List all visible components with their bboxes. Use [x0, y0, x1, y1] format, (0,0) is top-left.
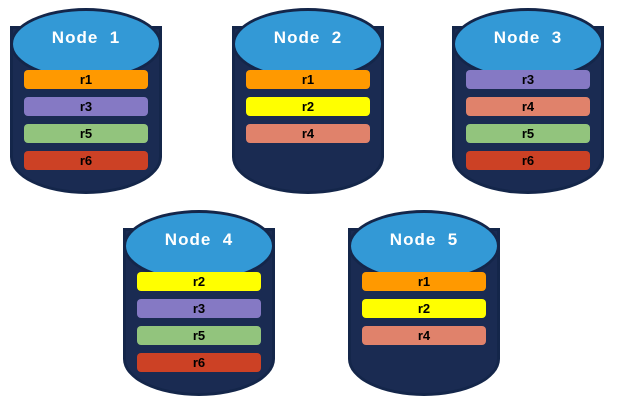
record-bar-r6[interactable]: r6	[466, 151, 590, 170]
database-node-4[interactable]: Node 4 r2 r3 r5 r6	[123, 210, 275, 396]
record-bar-r1[interactable]: r1	[246, 70, 370, 89]
record-bar-r6[interactable]: r6	[137, 353, 261, 372]
node-title-label: Node 4	[164, 230, 234, 249]
cylinder-top-ellipse	[10, 8, 162, 80]
record-bar-r2[interactable]: r2	[246, 97, 370, 116]
record-bar-r3[interactable]: r3	[24, 97, 148, 116]
cylinder-top-ellipse	[123, 210, 275, 282]
record-list: r1 r2 r4	[232, 70, 384, 143]
database-node-3[interactable]: Node 3 r3 r4 r5 r6	[452, 8, 604, 194]
database-node-2[interactable]: Node 2 r1 r2 r4	[232, 8, 384, 194]
database-node-5[interactable]: Node 5 r1 r2 r4	[348, 210, 500, 396]
record-bar-r6[interactable]: r6	[24, 151, 148, 170]
database-node-1[interactable]: Node 1 r1 r3 r5 r6	[10, 8, 162, 194]
record-list: r1 r3 r5 r6	[10, 70, 162, 170]
record-bar-r2[interactable]: r2	[362, 299, 486, 318]
record-bar-r4[interactable]: r4	[466, 97, 590, 116]
record-bar-r5[interactable]: r5	[24, 124, 148, 143]
record-bar-r4[interactable]: r4	[362, 326, 486, 345]
record-bar-r4[interactable]: r4	[246, 124, 370, 143]
record-list: r3 r4 r5 r6	[452, 70, 604, 170]
record-bar-r3[interactable]: r3	[466, 70, 590, 89]
node-title-label: Node 1	[51, 28, 121, 47]
node-title-label: Node 5	[389, 230, 459, 249]
node-title-label: Node 2	[273, 28, 343, 47]
node-title-label: Node 3	[493, 28, 563, 47]
record-list: r1 r2 r4	[348, 272, 500, 345]
record-bar-r2[interactable]: r2	[137, 272, 261, 291]
cylinder-top-ellipse	[232, 8, 384, 80]
record-list: r2 r3 r5 r6	[123, 272, 275, 372]
record-bar-r3[interactable]: r3	[137, 299, 261, 318]
record-bar-r1[interactable]: r1	[24, 70, 148, 89]
record-bar-r5[interactable]: r5	[466, 124, 590, 143]
record-bar-r1[interactable]: r1	[362, 272, 486, 291]
record-bar-r5[interactable]: r5	[137, 326, 261, 345]
